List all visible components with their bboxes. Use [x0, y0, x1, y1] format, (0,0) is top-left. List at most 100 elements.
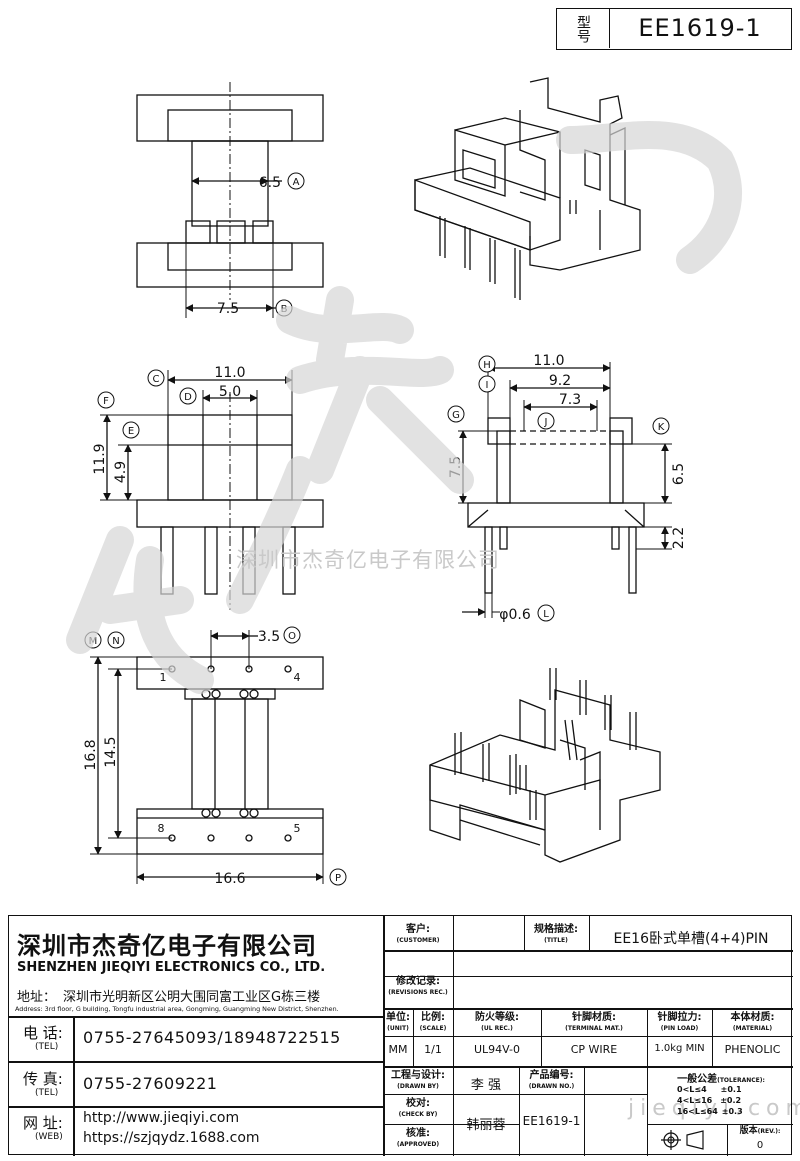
dim-top-7-5: 7.5: [217, 301, 239, 317]
tolerance-row-1: 0<L≤4±0.1: [677, 1085, 742, 1094]
unit-label: 单位:(UNIT): [386, 1012, 410, 1032]
dim-side-2-2: 2.2: [671, 527, 687, 549]
iso-view-top: [414, 77, 641, 300]
marker-h: H: [483, 360, 491, 371]
marker-circle-p: [329, 868, 347, 886]
ul-value: UL94V-0: [473, 1043, 521, 1056]
technical-drawing: 6.5 7.5 11.0 5.0 11.9 4.9 11.0 9.2 7.3 7…: [66, 77, 742, 887]
terminal-label: 针脚材质:(TERMINAL MAT.): [565, 1012, 623, 1032]
dim-top-6-5: 6.5: [259, 175, 281, 191]
version-label: 版本(REV.):: [739, 1126, 781, 1136]
corner-watermark: jieqiyi.com: [628, 1096, 800, 1121]
pin-8-label: 8: [158, 822, 165, 835]
scale-label: 比例:(SCALE): [419, 1012, 447, 1032]
drawn-value: 李 强: [470, 1078, 502, 1093]
web-label: 网 址:: [23, 1114, 63, 1132]
marker-circle-i: [478, 375, 496, 393]
check-value: 韩丽蓉: [466, 1118, 506, 1133]
bottom-view: [90, 630, 324, 884]
address-en: Address: 3rd floor, G building, Tongfu i…: [15, 1005, 339, 1013]
dim-side-7-3: 7.3: [559, 392, 581, 408]
marker-d: D: [184, 392, 192, 403]
web-link-2[interactable]: https://szjqydz.1688.com: [83, 1130, 260, 1146]
title-block: 深圳市杰奇亿电子有限公司 SHENZHEN JIEQIYI ELECTRONIC…: [8, 915, 793, 1156]
check-label: 校对:(CHECK BY): [398, 1098, 438, 1118]
pin-5-label: 5: [294, 822, 301, 835]
model-label: 型号: [557, 9, 610, 48]
pin-1-label: 1: [160, 671, 167, 684]
address-cn: 深圳市光明新区公明大围同富工业区G栋三楼: [63, 990, 321, 1005]
material-value: PHENOLIC: [724, 1043, 781, 1056]
marker-circle-h: [478, 355, 496, 373]
dim-bottom-3-5: 3.5: [258, 629, 280, 645]
drawn-label: 工程与设计:(DRAWN BY): [391, 1070, 445, 1090]
marker-c: C: [153, 374, 160, 385]
marker-circle-e: [122, 421, 140, 439]
title-label: 规格描述:(TITLE): [534, 924, 578, 944]
dim-front-5-0: 5.0: [219, 384, 241, 400]
marker-a: A: [293, 177, 300, 188]
tel-label-en: (TEL): [35, 1042, 59, 1052]
center-watermark: 深圳市杰奇亿电子有限公司: [236, 548, 500, 572]
marker-circle-j: [537, 412, 555, 430]
marker-i: I: [486, 380, 489, 391]
customer-label: 客户:(CUSTOMER): [396, 924, 440, 944]
marker-circle-a: [287, 172, 305, 190]
dim-front-11-9: 11.9: [92, 443, 108, 474]
marker-l: L: [543, 609, 549, 620]
web-label-en: (WEB): [35, 1132, 63, 1142]
fax-value: 0755-27609221: [83, 1074, 218, 1093]
drawing-no-value: EE1619-1: [522, 1114, 581, 1128]
marker-p: P: [335, 873, 341, 884]
fax-label: 传 真:: [23, 1070, 63, 1088]
tel-value: 0755-27645093/18948722515: [83, 1028, 341, 1047]
terminal-value: CP WIRE: [570, 1043, 618, 1056]
marker-circle-d: [179, 387, 197, 405]
marker-o: O: [288, 631, 296, 642]
dim-side-11-0: 11.0: [533, 353, 564, 369]
iso-view-bottom: [429, 668, 661, 863]
approved-label: 核准:(APPROVED): [396, 1128, 440, 1148]
marker-e: E: [128, 426, 134, 437]
revisions-label: 修改记录:(REVISIONS REC.): [388, 976, 448, 996]
tolerance-label: 一般公差(TOLERANCE):: [677, 1074, 765, 1085]
model-number: EE1619-1: [638, 14, 762, 42]
projection-symbol-icon: [661, 1130, 704, 1150]
marker-circle-f: [97, 391, 115, 409]
pinload-label: 针脚拉力:(PIN LOAD): [657, 1012, 702, 1032]
dim-front-11-0: 11.0: [214, 365, 245, 381]
marker-circle-l: [537, 604, 555, 622]
marker-k: K: [658, 422, 665, 433]
marker-circle-n: [107, 631, 125, 649]
company-name-cn: 深圳市杰奇亿电子有限公司: [17, 932, 317, 960]
dim-side-6-5: 6.5: [671, 463, 687, 485]
tel-label: 电 话:: [23, 1024, 63, 1042]
dim-side-pin: φ0.6: [499, 607, 531, 623]
material-label: 本体材质:(MATERIAL): [730, 1012, 775, 1032]
dim-front-4-9: 4.9: [113, 461, 129, 483]
ul-label: 防火等级:(UL REC.): [475, 1012, 519, 1032]
marker-g: G: [452, 410, 460, 421]
marker-circle-g: [447, 405, 465, 423]
company-name-en: SHENZHEN JIEQIYI ELECTRONICS CO., LTD.: [17, 960, 326, 975]
address-label: 地址：: [17, 990, 57, 1005]
version-value: 0: [756, 1140, 764, 1151]
marker-circle-k: [652, 417, 670, 435]
unit-value: MM: [388, 1043, 408, 1056]
marker-j: J: [544, 417, 548, 428]
web-link-1[interactable]: http://www.jieqiyi.com: [83, 1110, 240, 1126]
dim-bottom-16-8: 16.8: [83, 739, 99, 770]
marker-circle-o: [283, 626, 301, 644]
side-view: [458, 362, 672, 618]
title-value: EE16卧式单槽(4+4)PIN: [613, 931, 769, 947]
model-box: 型号 EE1619-1: [556, 8, 792, 50]
tolerance-row-3: 16<L≤64±0.3: [677, 1107, 743, 1116]
tolerance-row-2: 4<L≤16±0.2: [677, 1096, 742, 1105]
logo-watermark: [66, 121, 742, 694]
marker-n: N: [112, 636, 119, 647]
fax-label-en: (TEL): [35, 1088, 59, 1098]
dim-side-9-2: 9.2: [549, 373, 571, 389]
drawing-no-label: 产品编号:(DRAWN NO.): [528, 1070, 575, 1090]
pinload-value: 1.0kg MIN: [654, 1043, 705, 1054]
